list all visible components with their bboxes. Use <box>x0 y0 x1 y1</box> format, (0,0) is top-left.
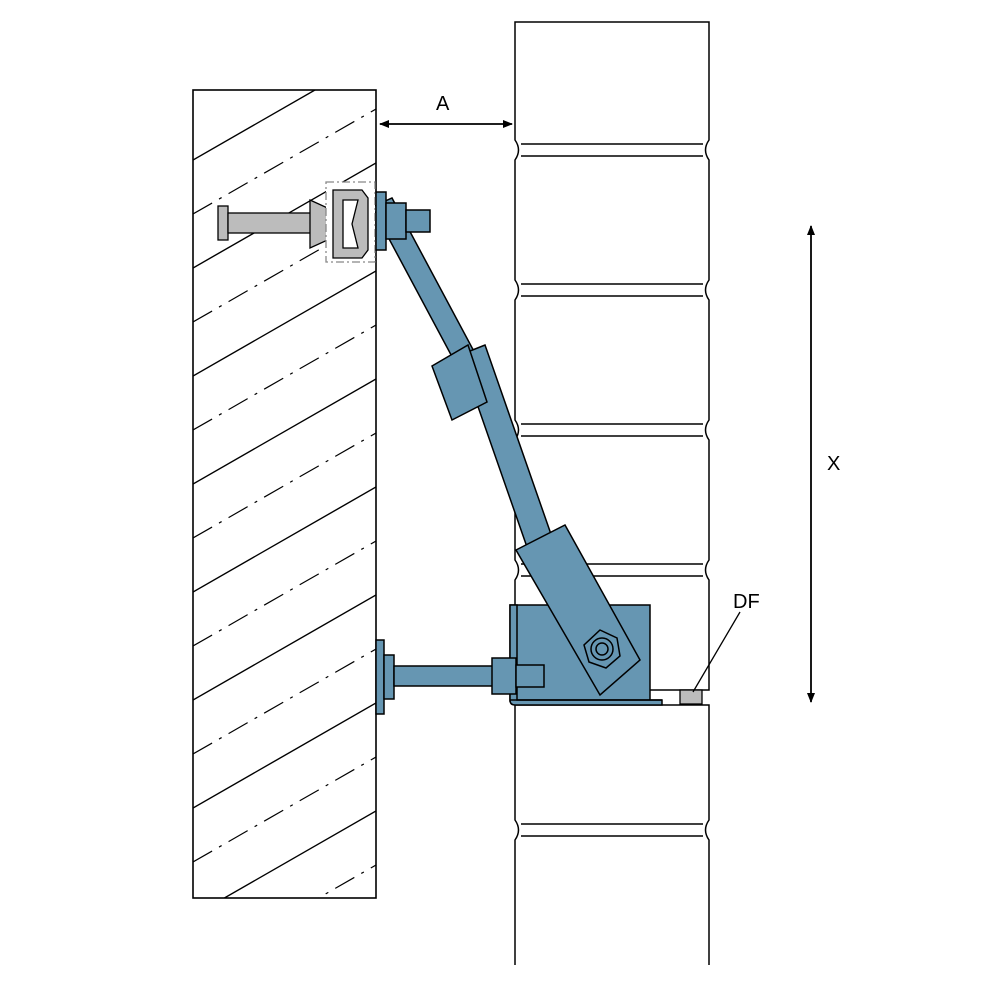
lower-anchor-bolt <box>375 639 545 715</box>
pivot-nut <box>583 629 621 669</box>
diagonal-tie-rod <box>370 197 641 697</box>
dimension-a-label: A <box>436 93 450 115</box>
brick-veneer-column <box>514 21 710 965</box>
df-packer <box>679 689 703 705</box>
concrete-wall <box>192 89 377 899</box>
anchor-channel <box>217 181 376 263</box>
df-leader-line <box>692 611 741 693</box>
df-label: DF <box>733 591 760 613</box>
dimension-x-label: X <box>827 453 840 475</box>
upper-anchor-bolt <box>375 191 431 251</box>
